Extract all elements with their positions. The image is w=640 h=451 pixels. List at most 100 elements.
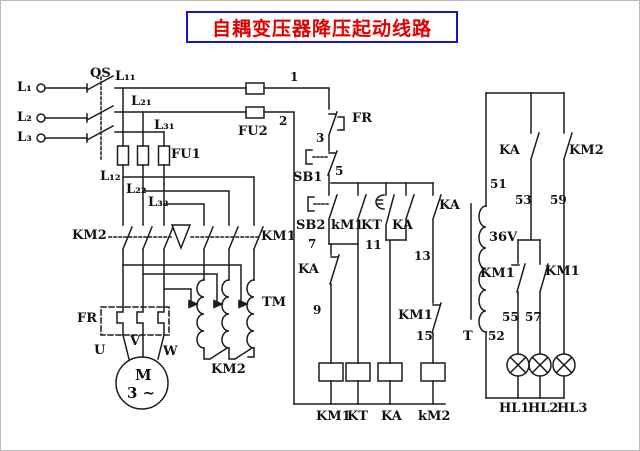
phase-label-l3: L₃ — [17, 130, 32, 145]
km1-interlock-label: KM1 — [398, 308, 433, 323]
km1-no-lamp-label: KM1 — [545, 264, 580, 279]
km1-no-lamp-symbol — [539, 239, 549, 355]
wire-tag-l31: L₃₁ — [154, 118, 175, 133]
tm-label: TM — [262, 295, 287, 310]
fuse-fu2-2 — [245, 106, 265, 119]
terminal-l1 — [36, 83, 46, 93]
wire-number-59: 59 — [550, 193, 567, 207]
phase-label-l2: L₂ — [17, 110, 32, 125]
diagram-title: 自耦变压器降压起动线路 — [211, 18, 432, 40]
sb2-label: SB2 — [296, 218, 326, 233]
ka-coil-label: KA — [381, 409, 402, 424]
fuse-fu2-1 — [245, 82, 265, 95]
ka-coil — [377, 362, 403, 382]
wire-number-1: 1 — [290, 70, 299, 84]
lamp-circuit — [470, 92, 576, 399]
wire-number-7: 7 — [308, 237, 317, 251]
fr-contact-symbol — [328, 111, 345, 152]
wire-number-3: 3 — [316, 131, 325, 145]
control-circuit — [293, 111, 446, 405]
wire-number-5: 5 — [335, 164, 344, 178]
phase-label-l1: L₁ — [17, 80, 32, 95]
wire-number-13: 13 — [414, 249, 431, 263]
kt-coil — [345, 362, 371, 382]
km2-main-contacts — [122, 226, 174, 308]
diagram-title-box: 自耦变压器降压起动线路 — [186, 11, 458, 43]
fuse-fu1-1 — [116, 145, 130, 166]
motor-m-label: M — [135, 366, 152, 384]
wire-number-11: 11 — [365, 238, 382, 252]
secondary-voltage-label: 36V — [489, 230, 518, 245]
motor-terminal-v: V — [130, 334, 141, 349]
indicator-lamps — [506, 353, 576, 377]
wire-number-9: 9 — [313, 303, 322, 317]
terminal-l3 — [36, 133, 46, 143]
km2-star-label: KM2 — [211, 362, 246, 377]
ka-contact-a-label: KA — [392, 218, 413, 233]
kt-contact-symbol — [375, 182, 395, 241]
wire-tag-l32: L₃₂ — [148, 195, 169, 210]
km1-nc-lamp-symbol — [511, 239, 526, 355]
km2-star-contacts — [203, 346, 255, 361]
fu1-label: FU1 — [171, 147, 201, 162]
fuse-fu1-3 — [157, 145, 171, 166]
t-transformer-symbol — [470, 92, 487, 399]
km1-coil — [318, 362, 344, 382]
wire-number-2: 2 — [279, 114, 288, 128]
km2-coil — [420, 362, 446, 382]
mechanical-interlock — [108, 224, 262, 251]
kt-contact-label: KT — [361, 218, 382, 233]
ka-nc-label: KA — [298, 262, 319, 277]
wire-number-55: 55 — [502, 310, 519, 324]
fr-thermal-elements — [100, 306, 170, 336]
sb2-symbol — [307, 194, 338, 245]
ka-lamp-contact-symbol — [530, 92, 540, 241]
terminal-l2 — [36, 113, 46, 123]
wire-tag-l12: L₁₂ — [100, 169, 121, 184]
km1-interlock-symbol — [431, 302, 442, 364]
fu2-label: FU2 — [238, 124, 268, 139]
ka-contact-a-symbol — [405, 182, 415, 241]
km1-main-label: KM1 — [261, 229, 296, 244]
wire-tag-l11: L₁₁ — [115, 69, 136, 84]
km1-coil-label: KM1 — [316, 409, 351, 424]
wire-number-51: 51 — [490, 177, 507, 191]
km2-coil-label: kM2 — [418, 409, 451, 424]
kt-coil-label: KT — [347, 409, 368, 424]
fr-label: FR — [77, 311, 98, 326]
qs-switch-symbol — [85, 74, 115, 160]
tap-lines — [122, 264, 249, 309]
fr-contact-label: FR — [352, 111, 373, 126]
tm-autotransformer-symbol — [196, 279, 255, 349]
km1-seal-contact-symbol — [357, 182, 367, 245]
wire-number-52: 52 — [488, 329, 505, 343]
km1-nc-lamp-label: KM1 — [480, 266, 515, 281]
wire-number-15: 15 — [416, 329, 433, 343]
km1-main-contacts — [203, 226, 264, 281]
wire-number-57: 57 — [525, 310, 542, 324]
power-circuit — [36, 74, 330, 410]
fuse-fu1-2 — [136, 145, 150, 166]
lamp-hl2-label: HL2 — [528, 401, 559, 416]
km2-main-label: KM2 — [72, 228, 107, 243]
qs-label: QS — [90, 66, 111, 81]
motor-phase-label: 3 ~ — [127, 384, 156, 402]
motor-terminal-u: U — [94, 343, 106, 358]
km1-seal-label: kM1 — [331, 218, 364, 233]
ka-lamp-contact-label: KA — [499, 143, 520, 158]
t-transformer-label: T — [463, 329, 473, 344]
sb1-label: SB1 — [293, 170, 323, 185]
lamp-hl1-label: HL1 — [499, 401, 530, 416]
km2-lamp-contact-symbol — [563, 92, 573, 355]
ka-nc-contact-symbol — [329, 243, 340, 364]
motor-terminal-w: W — [163, 344, 178, 359]
wire-number-53: 53 — [515, 193, 532, 207]
ka-contact-b-label: KA — [439, 198, 460, 213]
motor-symbol — [115, 334, 169, 410]
ka-contact-b-symbol — [432, 182, 442, 304]
wire-tag-l22: L₂₂ — [126, 182, 147, 197]
km2-lamp-contact-label: KM2 — [569, 143, 604, 158]
wire-tag-l21: L₂₁ — [131, 94, 152, 109]
